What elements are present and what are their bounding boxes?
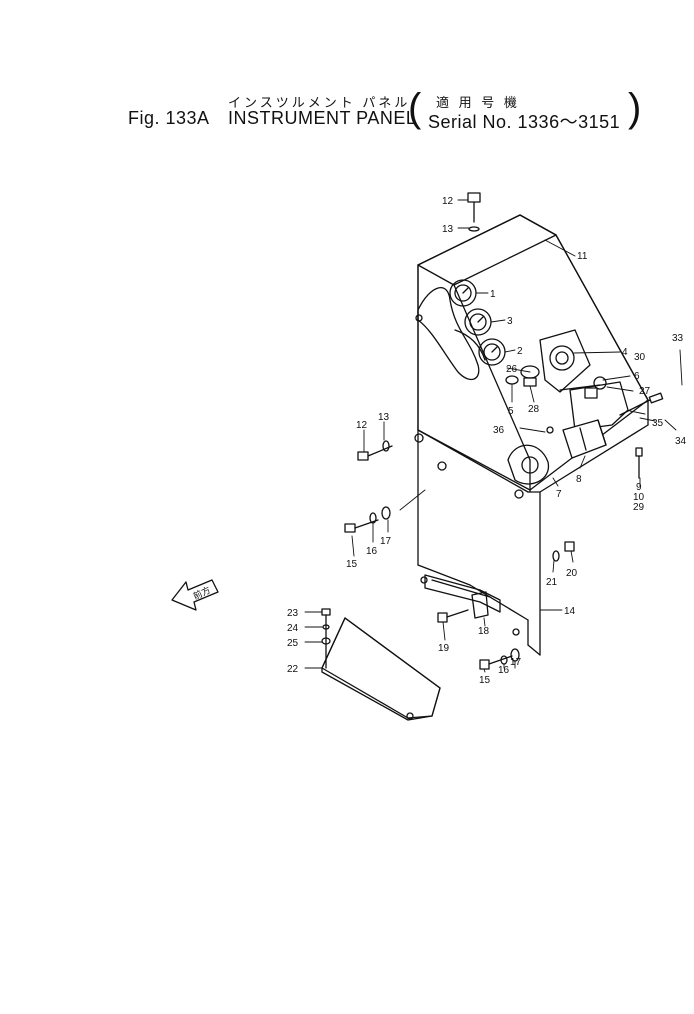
- leader-lines: [304, 199, 683, 673]
- page-header: インスツルメント パネル Fig. 133A INSTRUMENT PANEL …: [0, 0, 694, 140]
- callout-1: 1: [490, 289, 496, 300]
- washer-17-left: [381, 506, 391, 520]
- callout-5: 5: [508, 406, 514, 417]
- callout-20: 20: [566, 568, 578, 579]
- callout-30: 30: [634, 352, 646, 363]
- housing-mount-nuts: [414, 314, 554, 636]
- nut-25: [321, 637, 331, 645]
- lower-panel: [417, 429, 541, 656]
- callout-6: 6: [634, 371, 640, 382]
- top-washer-13: [468, 226, 480, 232]
- callout-33: 33: [672, 333, 684, 344]
- callout-11: 11: [577, 251, 588, 262]
- bolt-15-left: [344, 519, 379, 533]
- page-title: INSTRUMENT PANEL: [228, 108, 417, 128]
- callout-25: 25: [287, 638, 299, 649]
- callout-26: 26: [506, 364, 518, 375]
- callout-7: 7: [556, 489, 562, 500]
- callout-16-left: 16: [366, 546, 378, 557]
- relay-box: [562, 419, 607, 459]
- callout-21: 21: [546, 577, 558, 588]
- callout-28: 28: [528, 404, 540, 415]
- part-callouts: 1 2 3 4 5 6 7 8 9 10 11 12 12 13 13 14 1…: [287, 196, 687, 686]
- callout-2: 2: [517, 346, 523, 357]
- instrument-panel-housing: [417, 214, 649, 493]
- callout-15-left: 15: [346, 559, 358, 570]
- buzzer: [507, 444, 549, 485]
- side-washer-13: [382, 440, 390, 452]
- callout-23: 23: [287, 608, 299, 619]
- serial-paren-open: (: [408, 86, 422, 130]
- bottom-cover: [321, 617, 441, 721]
- callout-3: 3: [507, 316, 513, 327]
- callout-9: 9: [636, 482, 642, 493]
- callout-22: 22: [287, 664, 299, 675]
- bracket-27: [569, 381, 629, 431]
- callout-19: 19: [438, 643, 450, 654]
- washer-24: [322, 624, 330, 630]
- callout-12-top: 12: [442, 196, 454, 207]
- callout-8: 8: [576, 474, 582, 485]
- callout-24: 24: [287, 623, 299, 634]
- switch-cluster-4: [539, 329, 591, 393]
- callout-36: 36: [493, 425, 505, 436]
- gauge-bracket: [417, 287, 486, 381]
- callout-4: 4: [622, 347, 628, 358]
- callout-35: 35: [652, 418, 664, 429]
- callout-14: 14: [564, 606, 576, 617]
- bolt-19: [437, 609, 469, 623]
- bolt-20: [564, 541, 575, 552]
- callout-34: 34: [675, 436, 687, 447]
- side-bolt-12: [357, 445, 393, 461]
- callout-12-side: 12: [356, 420, 368, 431]
- washer-16-left: [369, 512, 377, 524]
- figure-number: Fig. 133A: [128, 108, 210, 128]
- callout-27: 27: [639, 386, 651, 397]
- callout-13-top: 13: [442, 224, 454, 235]
- bolt-9: [635, 447, 643, 479]
- callout-13-side: 13: [378, 412, 390, 423]
- callout-17-right: 17: [510, 657, 522, 668]
- front-direction-arrow-icon: [171, 579, 219, 611]
- bracket-18: [471, 591, 489, 619]
- callout-10: 10: [633, 492, 645, 503]
- washer-21: [552, 550, 560, 562]
- serial-label-japanese: 適 用 号 機: [436, 95, 520, 110]
- top-bolt-12: [467, 192, 481, 223]
- serial-paren-close: ): [628, 86, 642, 130]
- serial-range: Serial No. 1336～3151: [428, 112, 621, 132]
- bolt-33: [619, 392, 664, 416]
- callout-16-right: 16: [498, 665, 510, 676]
- callout-18: 18: [478, 626, 490, 637]
- title-japanese: インスツルメント パネル: [228, 95, 411, 110]
- callout-17-left: 17: [380, 536, 392, 547]
- callout-15-right: 15: [479, 675, 491, 686]
- callout-29: 29: [633, 502, 645, 513]
